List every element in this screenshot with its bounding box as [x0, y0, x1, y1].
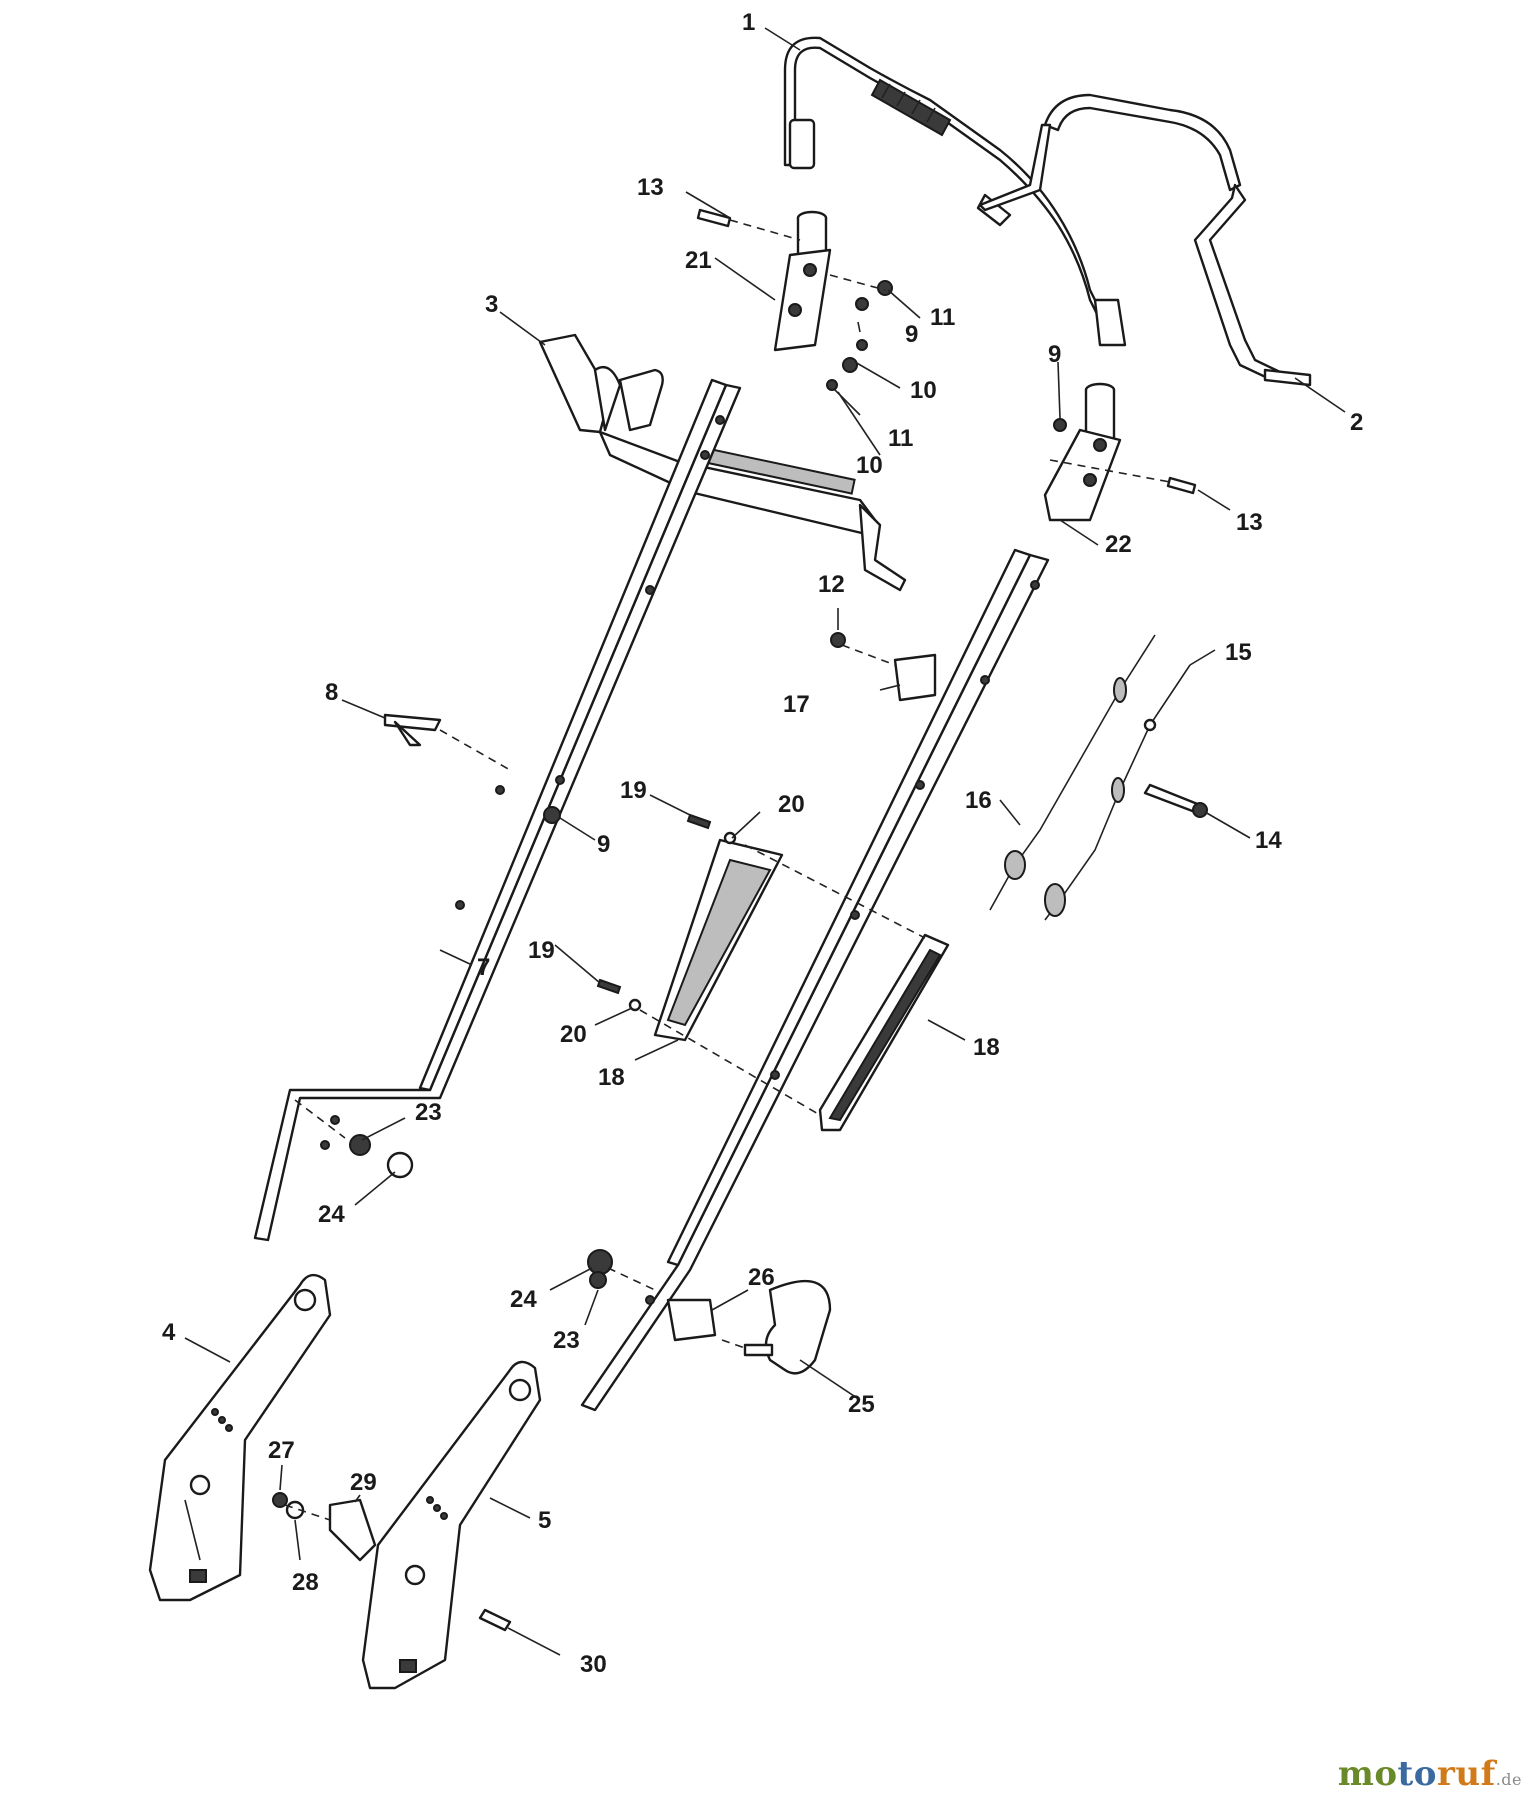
- part-19-screw-b[interactable]: [596, 978, 622, 995]
- part-20-washer-b[interactable]: [628, 998, 642, 1012]
- callout-20-b: 20: [560, 1021, 587, 1048]
- watermark-part2: to: [1397, 1754, 1437, 1794]
- callout-11-a: 11: [930, 304, 955, 331]
- callout-10-a: 10: [910, 377, 937, 404]
- part-2-bail-lever[interactable]: [978, 93, 1312, 387]
- callout-19-b: 19: [528, 937, 555, 964]
- right-lower-tube[interactable]: [580, 548, 1050, 1412]
- part-23-nut-b[interactable]: [589, 1271, 607, 1289]
- callout-21: 21: [685, 247, 712, 274]
- part-9-nut-a[interactable]: [855, 297, 869, 311]
- callout-28: 28: [292, 1569, 319, 1596]
- callout-8: 8: [325, 679, 338, 706]
- callout-9-c: 9: [905, 321, 918, 348]
- part-25-knob[interactable]: [743, 1280, 832, 1375]
- part-13-bolt-upper[interactable]: [696, 208, 732, 228]
- part-19-screw-a[interactable]: [686, 813, 712, 830]
- part-1-upper-handle[interactable]: [783, 36, 1127, 347]
- callout-15: 15: [1225, 639, 1252, 666]
- callout-labels: 1 2 3 4 5 7 8 9 9 9 10 10 11 11 12 13 13…: [162, 9, 1363, 1678]
- part-15-cable[interactable]: [1044, 664, 1191, 921]
- callout-22: 22: [1105, 531, 1132, 558]
- callout-13-a: 13: [637, 174, 664, 201]
- part-13-bolt-lower[interactable]: [1166, 476, 1197, 495]
- callout-10-b: 10: [856, 452, 883, 479]
- part-5-right-frame[interactable]: [361, 1360, 542, 1690]
- watermark-part4: .de: [1495, 1770, 1522, 1789]
- callout-17: 17: [783, 691, 810, 718]
- part-7-left-tube[interactable]: [253, 378, 742, 1242]
- callout-3: 3: [485, 291, 498, 318]
- part-18-cable-guide-left[interactable]: [653, 838, 784, 1042]
- callout-12: 12: [818, 571, 845, 598]
- part-18-cable-guide-right[interactable]: [818, 933, 950, 1132]
- part-9-nut-b[interactable]: [1053, 418, 1067, 432]
- callout-23-b: 23: [553, 1327, 580, 1354]
- callout-19-a: 19: [620, 777, 647, 804]
- part-16-cable[interactable]: [989, 634, 1156, 911]
- assembly-lines: [284, 219, 1171, 1521]
- callout-9-a: 9: [597, 831, 610, 858]
- handle-grip: [870, 78, 952, 137]
- callout-5: 5: [538, 1507, 551, 1534]
- callout-18-b: 18: [598, 1064, 625, 1091]
- part-23-nut-a[interactable]: [349, 1134, 371, 1156]
- callout-1: 1: [742, 9, 755, 36]
- callout-2: 2: [1350, 409, 1363, 436]
- part-3-control-lever[interactable]: [538, 333, 907, 592]
- callout-26: 26: [748, 1264, 775, 1291]
- leader-lines: [184, 27, 1346, 1656]
- part-26-clip[interactable]: [666, 1298, 717, 1342]
- part-27-nut[interactable]: [272, 1492, 288, 1508]
- callout-18-a: 18: [973, 1034, 1000, 1061]
- part-9-nut-c[interactable]: [543, 806, 561, 824]
- part-17-clip[interactable]: [893, 653, 937, 702]
- callout-9-b: 9: [1048, 341, 1061, 368]
- part-4-left-frame[interactable]: [148, 1273, 332, 1602]
- watermark-part3: ruf: [1436, 1754, 1496, 1794]
- callout-14: 14: [1255, 827, 1282, 854]
- part-22-right-clamp[interactable]: [1043, 382, 1122, 522]
- callout-29: 29: [350, 1469, 377, 1496]
- watermark-part1: mo: [1337, 1754, 1398, 1794]
- part-10-bolt-b[interactable]: [826, 379, 838, 391]
- callout-24-b: 24: [510, 1286, 537, 1313]
- callout-20-a: 20: [778, 791, 805, 818]
- callout-30: 30: [580, 1651, 607, 1678]
- part-29-bracket[interactable]: [328, 1498, 377, 1562]
- part-21-left-clamp[interactable]: [773, 210, 832, 352]
- callout-23-a: 23: [415, 1099, 442, 1126]
- part-28-washer[interactable]: [285, 1500, 305, 1520]
- watermark-logo: motoruf.de: [1338, 1754, 1522, 1794]
- part-12-nut[interactable]: [830, 632, 846, 648]
- part-11-nut-b[interactable]: [842, 357, 858, 373]
- callout-16: 16: [965, 787, 992, 814]
- part-10-bolt-a[interactable]: [856, 339, 868, 351]
- part-24-cap-a[interactable]: [386, 1151, 414, 1179]
- callout-24-a: 24: [318, 1201, 345, 1228]
- part-14-bolt[interactable]: [1143, 783, 1208, 818]
- part-24-cap-b[interactable]: [587, 1249, 613, 1275]
- callout-13-b: 13: [1236, 509, 1263, 536]
- callout-7: 7: [477, 954, 490, 981]
- callout-27: 27: [268, 1437, 295, 1464]
- part-30-screw[interactable]: [478, 1608, 512, 1632]
- part-11-nut-a[interactable]: [877, 280, 893, 296]
- part-8-pin[interactable]: [383, 713, 442, 747]
- part-20-washer-a[interactable]: [723, 831, 737, 845]
- callout-4: 4: [162, 1319, 176, 1346]
- callout-25: 25: [848, 1391, 875, 1418]
- callout-11-b: 11: [888, 425, 913, 452]
